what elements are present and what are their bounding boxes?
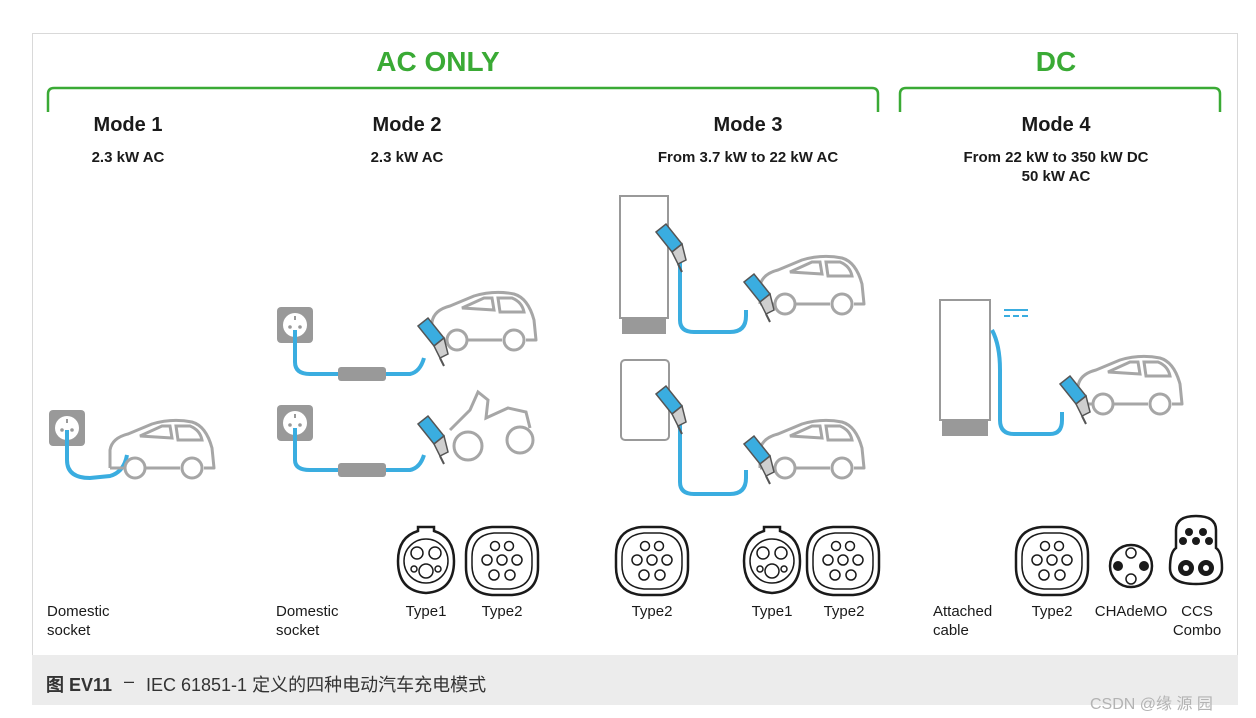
mode1-socket-label-line1: Domestic <box>47 603 110 620</box>
type2-connector-icon <box>1014 525 1090 597</box>
plug-icon <box>743 435 775 485</box>
mode3-type2a-label: Type2 <box>631 603 673 620</box>
ccs-combo-connector-icon <box>1168 514 1224 586</box>
mode2-moto-illustration <box>277 389 535 477</box>
car-icon <box>108 418 216 480</box>
mode3-type2b-label: Type2 <box>823 603 865 620</box>
mode2-type1-label: Type1 <box>405 603 447 620</box>
mode1-power: 2.3 kW AC <box>91 149 165 166</box>
mode1-illustration <box>49 410 216 481</box>
mode4-chademo-label: CHAdeMO <box>1094 603 1168 620</box>
mode3-type1-label: Type1 <box>751 603 793 620</box>
mode2-socket-label-line2: socket <box>276 622 320 639</box>
car-icon <box>758 418 866 480</box>
mode4-power-ac: 50 kW AC <box>1021 168 1091 185</box>
type1-connector-icon <box>742 525 802 595</box>
mode4-power-dc: From 22 kW to 350 kW DC <box>963 149 1149 166</box>
mode2-type2-label: Type2 <box>481 603 523 620</box>
car-icon <box>1076 354 1184 416</box>
type1-connector-icon <box>396 525 456 595</box>
type2-connector-icon <box>464 525 540 597</box>
ac-bracket <box>46 86 880 112</box>
type2-connector-icon <box>614 525 690 597</box>
dc-symbol-icon <box>1004 309 1028 317</box>
mode3-wallbox-illustration <box>620 359 866 496</box>
chademo-connector-icon <box>1108 543 1154 589</box>
plug-icon <box>743 273 775 323</box>
mode2-power: 2.3 kW AC <box>370 149 444 166</box>
charging-station-icon <box>619 195 669 319</box>
caption-dash: – <box>124 671 135 691</box>
mode2-socket-label-line1: Domestic <box>276 603 339 620</box>
mode4-type2-label: Type2 <box>1031 603 1073 620</box>
charging-station-icon <box>939 299 991 421</box>
dc-bracket <box>898 86 1222 112</box>
mode4-ccs-label-line1: CCS <box>1181 603 1213 620</box>
car-icon <box>758 254 866 316</box>
watermark: CSDN @缘 源 园 <box>1090 696 1213 713</box>
mode4-cable-label-line2: cable <box>933 622 969 639</box>
mode2-car-illustration <box>277 290 538 381</box>
motorcycle-icon <box>448 389 535 462</box>
caption-bar <box>32 655 1238 705</box>
mode4-ccs-label-line2: Combo <box>1172 622 1222 639</box>
type2-connector-icon <box>805 525 881 597</box>
mode1-socket-label-line2: socket <box>47 622 91 639</box>
mode3-station-illustration <box>619 195 866 334</box>
ac-group-title: AC ONLY <box>376 46 500 77</box>
mode2-title: Mode 2 <box>372 114 442 136</box>
mode4-illustration <box>939 299 1184 436</box>
figure-number: 图 EV11 <box>46 675 113 695</box>
dc-group-title: DC <box>1035 46 1077 77</box>
mode1-title: Mode 1 <box>93 114 163 136</box>
car-icon <box>430 290 538 352</box>
figure-caption: IEC 61851-1 定义的四种电动汽车充电模式 <box>146 675 487 695</box>
mode3-title: Mode 3 <box>713 114 783 136</box>
mode3-power: From 3.7 kW to 22 kW AC <box>657 149 839 166</box>
mode4-cable-label-line1: Attached <box>933 603 993 620</box>
mode4-title: Mode 4 <box>1021 114 1091 136</box>
plug-icon <box>1059 375 1091 425</box>
